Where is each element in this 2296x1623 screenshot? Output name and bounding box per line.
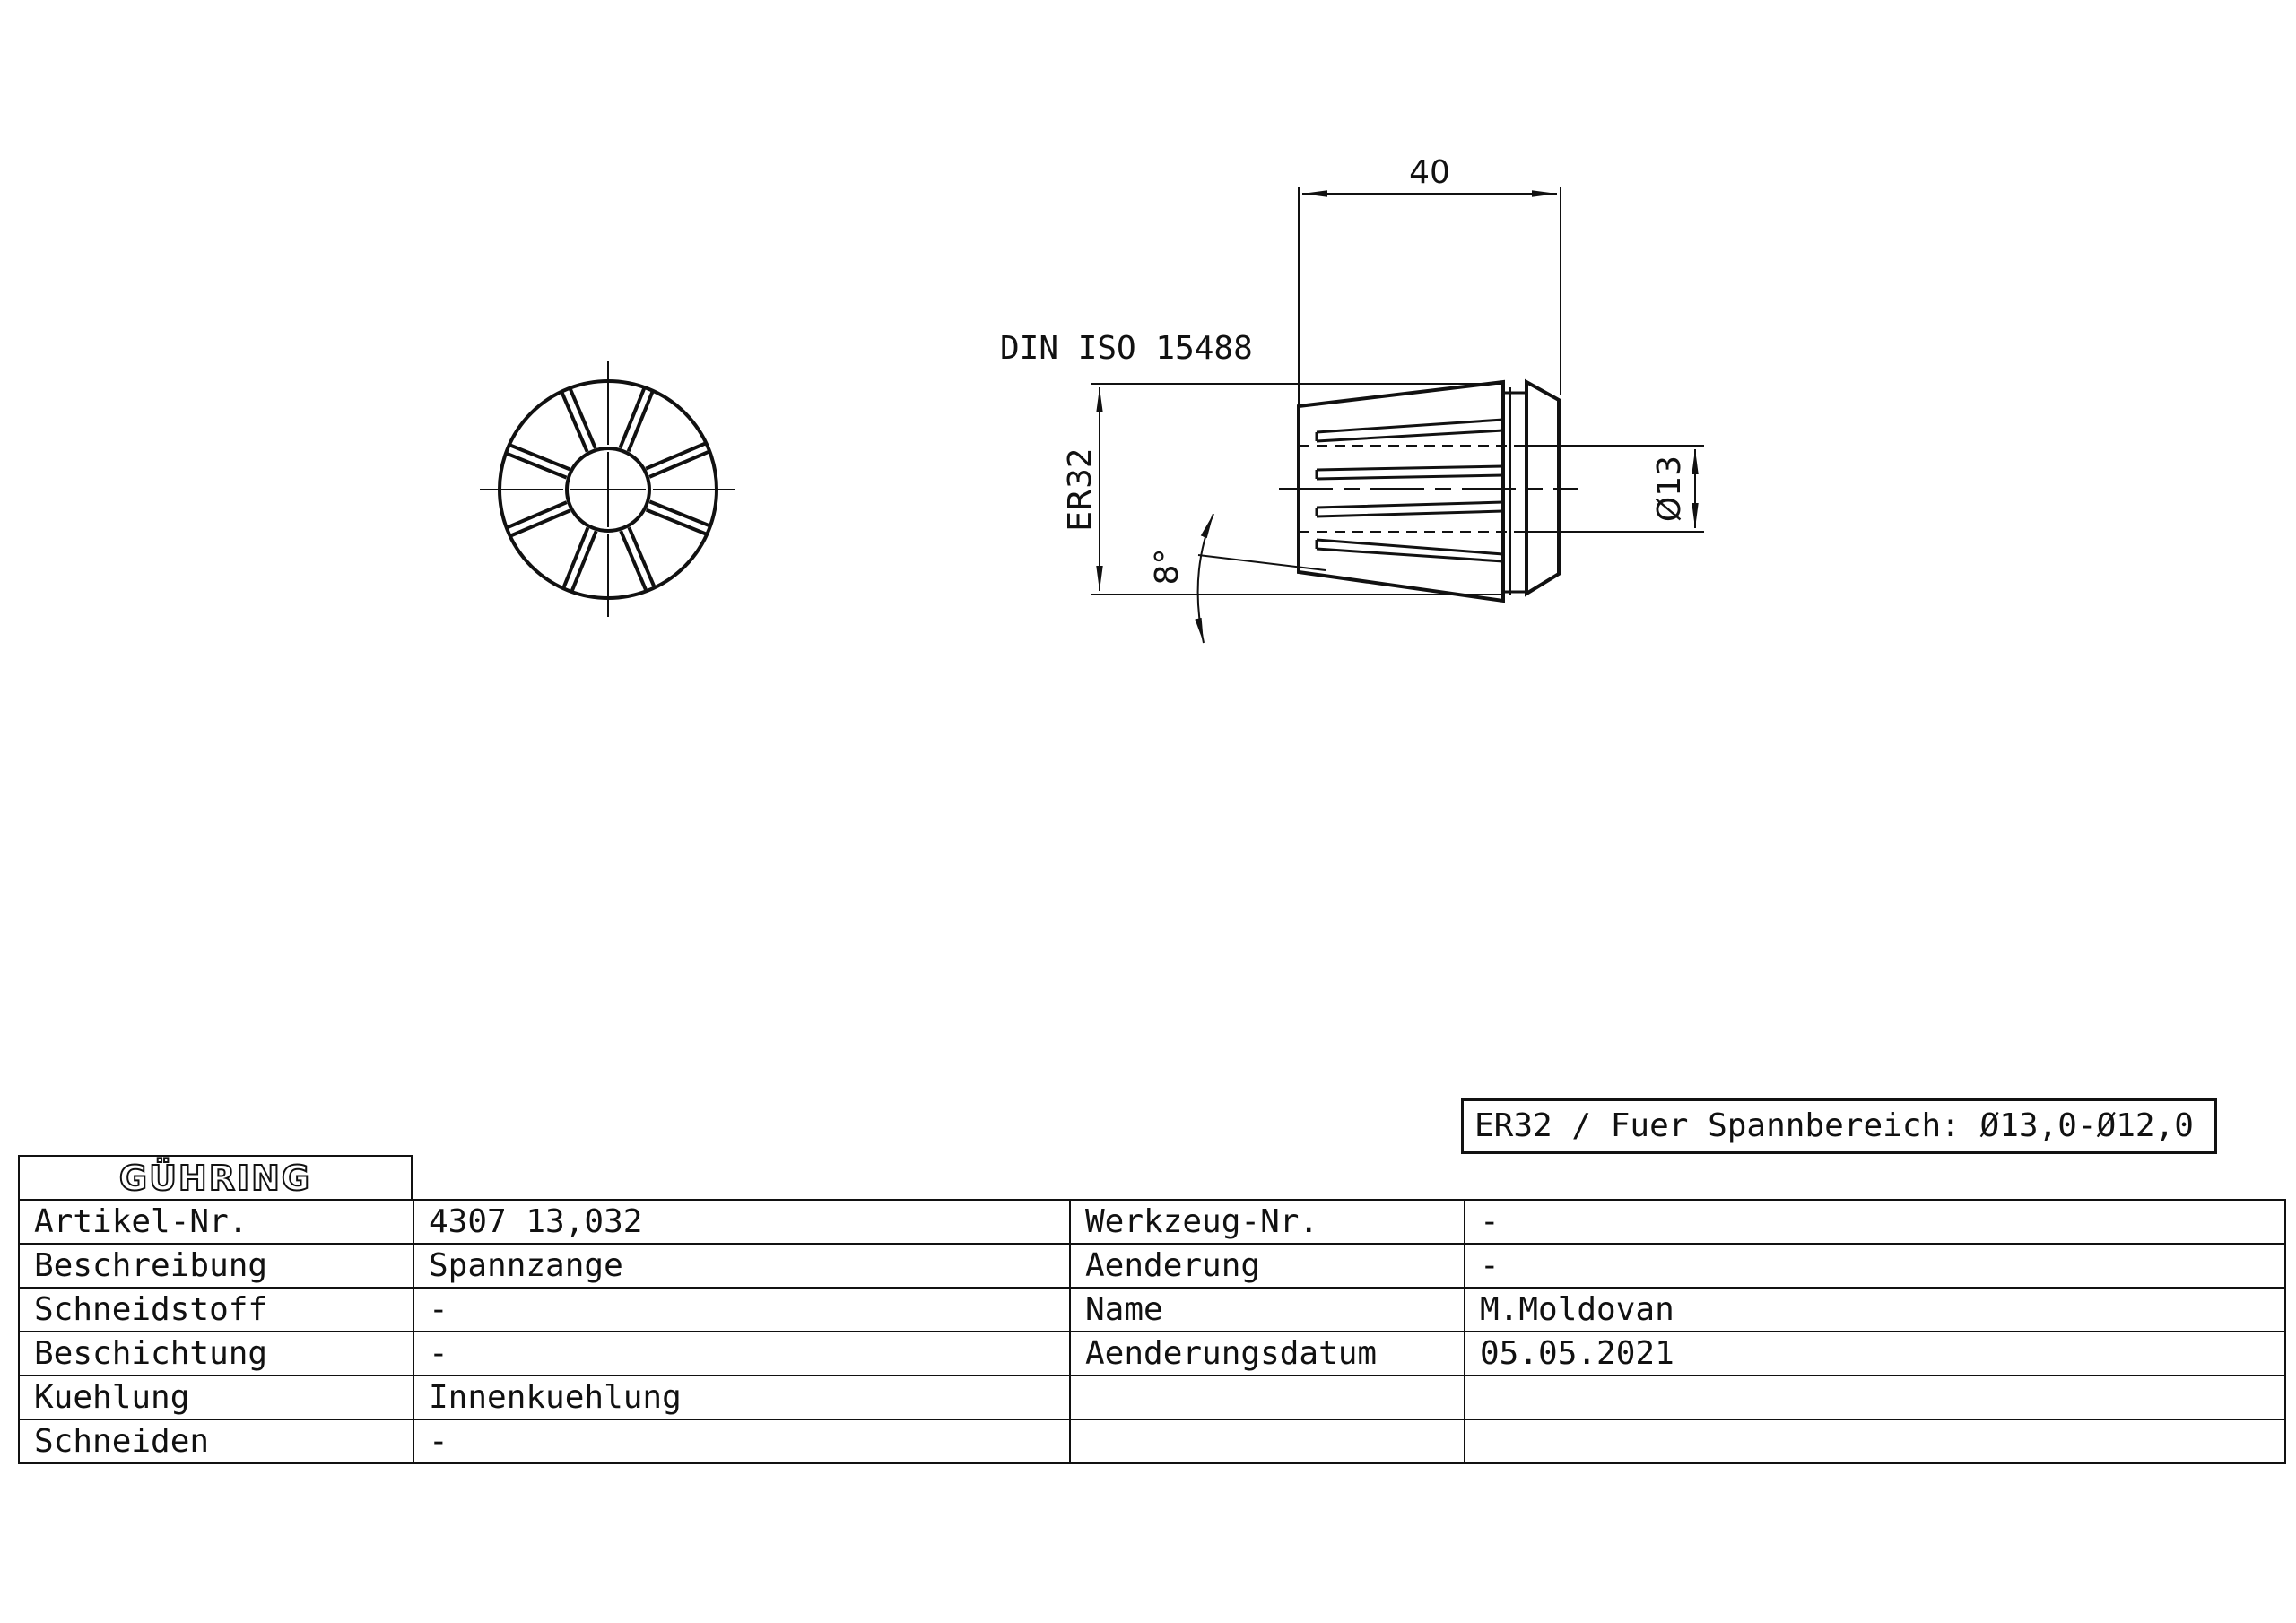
slot-edge	[618, 387, 647, 449]
field-value: M.Moldovan	[1464, 1287, 2286, 1332]
slot-edge	[506, 500, 568, 530]
field-label: Beschichtung	[18, 1331, 414, 1376]
company-logo: GÜHRING	[118, 1158, 312, 1199]
clamping-range-box: ER32 / Fuer Spannbereich: Ø13,0-Ø12,0	[1461, 1098, 2217, 1154]
slot-edge	[509, 443, 571, 472]
slot-edge	[509, 508, 571, 538]
slot-edge	[570, 530, 598, 592]
field-label	[1069, 1419, 1465, 1464]
side-slot-2	[1316, 464, 1504, 481]
logo-cell: GÜHRING	[18, 1155, 413, 1199]
slot-edge	[648, 499, 710, 528]
slot-edge	[568, 387, 597, 449]
slot-edge	[645, 508, 708, 536]
field-label: Beschreibung	[18, 1243, 414, 1289]
slot-edge	[506, 451, 568, 480]
angle-arc	[1195, 513, 1214, 644]
side-slot-3	[1316, 500, 1504, 518]
field-value: -	[1464, 1243, 2286, 1289]
field-label: Aenderungsdatum	[1069, 1331, 1465, 1376]
outer-circle	[498, 379, 718, 600]
slot-edge	[561, 526, 590, 589]
slot-edge	[627, 526, 657, 588]
slot-edge	[560, 391, 589, 453]
title-block-row: Schneiden-	[18, 1419, 2286, 1464]
angle-leader	[1197, 554, 1326, 571]
field-label: Name	[1069, 1287, 1465, 1332]
field-value: 05.05.2021	[1464, 1331, 2286, 1376]
field-value: Spannzange	[413, 1243, 1071, 1289]
dim-angle-text: 8°	[1149, 549, 1186, 586]
side-slot-4	[1316, 538, 1504, 563]
field-value: Innenkuehlung	[413, 1375, 1071, 1420]
collet-side-view	[1091, 187, 1704, 644]
field-value: 4307 13,032	[413, 1199, 1071, 1245]
field-label: Kuehlung	[18, 1375, 414, 1420]
slot-edge	[648, 449, 710, 479]
slot-edge	[645, 441, 707, 471]
field-label: Werkzeug-Nr.	[1069, 1199, 1465, 1245]
side-slot-1	[1316, 418, 1504, 443]
field-label: Aenderung	[1069, 1243, 1465, 1289]
field-label: Schneidstoff	[18, 1287, 414, 1332]
field-value: -	[1464, 1199, 2286, 1245]
field-label	[1069, 1375, 1465, 1420]
field-value	[1464, 1375, 2286, 1420]
field-label: Schneiden	[18, 1419, 414, 1464]
field-value	[1464, 1419, 2286, 1464]
standard-text: DIN ISO 15488	[1000, 330, 1253, 367]
slot-edge	[626, 390, 655, 453]
dim-length-text: 40	[1409, 154, 1450, 191]
collet-body-outline	[1297, 379, 1505, 603]
field-value: -	[413, 1419, 1071, 1464]
collet-end-view	[480, 361, 735, 617]
collet-slots	[506, 387, 710, 592]
field-value: -	[413, 1287, 1071, 1332]
dim-bore-text: Ø13	[1651, 456, 1688, 522]
field-label: Artikel-Nr.	[18, 1199, 414, 1245]
field-value: -	[413, 1331, 1071, 1376]
dim-collet-text: ER32	[1062, 447, 1099, 532]
bore-circle-outline	[565, 447, 651, 533]
slot-edge	[619, 530, 648, 592]
